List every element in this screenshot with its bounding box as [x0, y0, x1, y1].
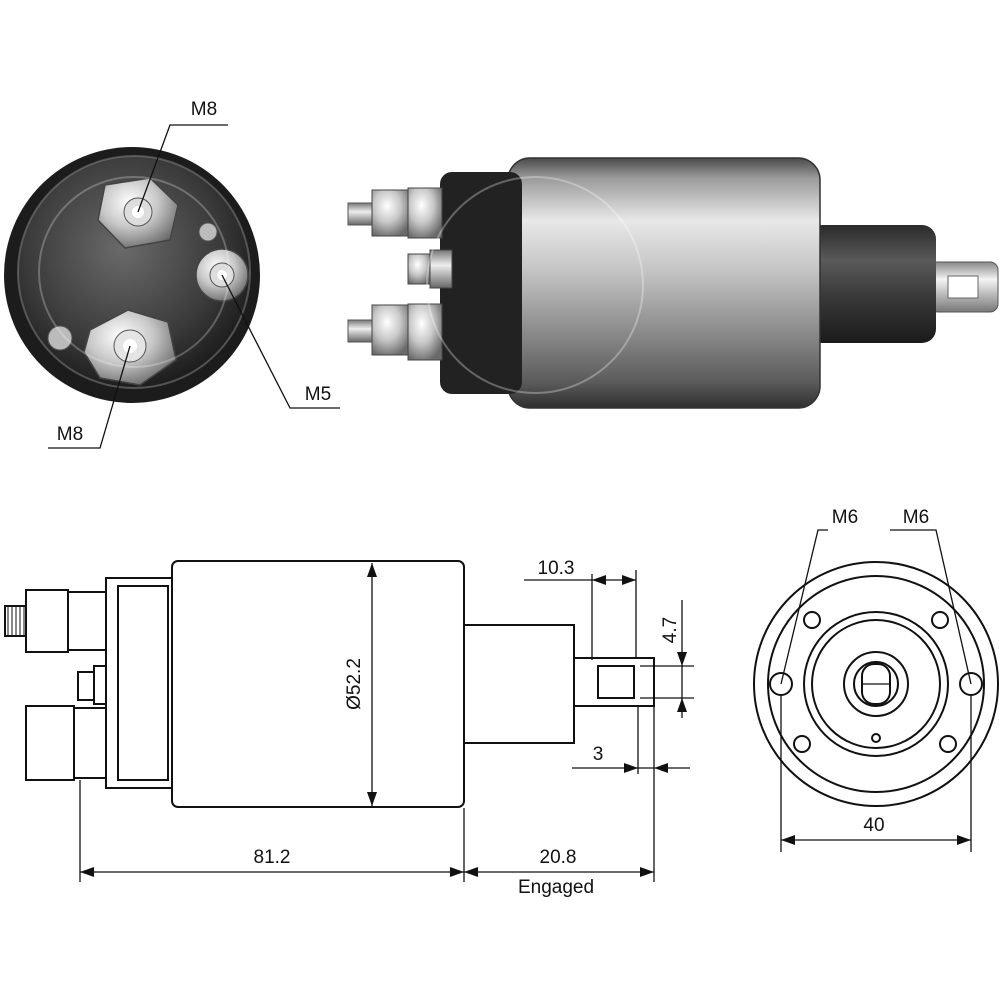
watermark-ring — [38, 176, 230, 368]
drawing-terminal-cap — [105, 577, 175, 789]
label-m6-left: M6 — [832, 507, 858, 528]
leader-m5 — [221, 274, 340, 409]
mount-hole-left — [769, 672, 793, 696]
flange-plunger-end — [843, 651, 909, 717]
leader-bottom-m8 — [48, 345, 131, 449]
leader-m6-left — [780, 529, 828, 685]
flange-hole — [939, 735, 957, 753]
solenoid-can — [507, 157, 821, 409]
flange-inner — [803, 611, 949, 757]
drawing-body — [171, 560, 465, 808]
dim-body-length-text: 81.2 — [254, 847, 291, 868]
flange-hole — [793, 735, 811, 753]
side-view-drawing: Ø52.2 81.2 20.8 Engaged 10.3 4.7 — [4, 558, 694, 898]
dim-diameter-text: Ø52.2 — [344, 658, 365, 710]
dim-engaged-caption: Engaged — [518, 877, 594, 898]
label-m5: M5 — [305, 384, 331, 405]
side-stud-bottom — [347, 303, 443, 361]
top-stud-m8 — [97, 177, 179, 249]
flange-hole — [803, 611, 821, 629]
end-view-face — [18, 156, 250, 388]
dim-hole-spacing-text: 40 — [863, 815, 884, 836]
side-view-photo — [347, 157, 999, 409]
dim-offset-text: 10.3 — [538, 558, 575, 579]
terminal-cap — [440, 172, 522, 394]
mount-hole-right — [959, 672, 983, 696]
side-stud-middle — [407, 249, 453, 289]
side-stud-top — [347, 187, 443, 239]
flange-end-view-drawing: M6 M6 40 — [753, 507, 999, 852]
plunger-sleeve — [808, 225, 936, 343]
leader-top-m8 — [137, 124, 228, 213]
drawing-stud-top — [4, 589, 107, 653]
end-view-photo: M8 M5 M8 — [4, 99, 340, 449]
drawing-stud-bottom — [25, 705, 111, 781]
dim-slot-depth-text: 3 — [593, 744, 604, 765]
label-bottom-m8: M8 — [57, 424, 83, 445]
flange-hole — [931, 611, 949, 629]
label-m6-right: M6 — [903, 507, 929, 528]
drawing-neck — [463, 624, 575, 744]
dim-engaged-text: 20.8 — [540, 847, 577, 868]
label-top-m8: M8 — [191, 99, 217, 120]
watermark-ring-side — [426, 176, 644, 394]
leader-m6-right — [890, 529, 972, 685]
dim-slot-width-text: 4.7 — [660, 617, 681, 643]
